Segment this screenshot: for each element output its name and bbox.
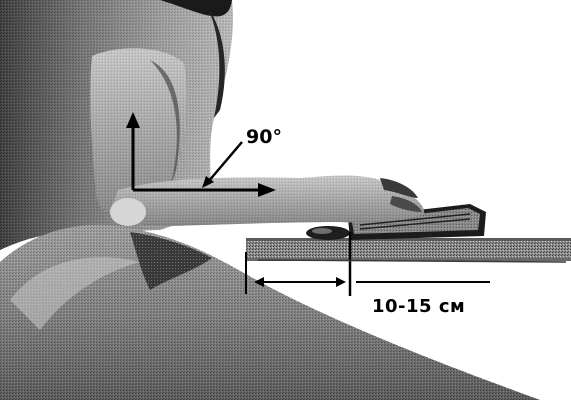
distance-label: 10-15 см	[372, 298, 465, 316]
mouse	[306, 226, 350, 240]
angle-pointer-line	[208, 142, 242, 182]
arrow-right-small-icon	[336, 277, 346, 287]
angle-label: 90°	[246, 128, 282, 147]
desk	[246, 238, 571, 261]
forearm	[110, 176, 424, 227]
